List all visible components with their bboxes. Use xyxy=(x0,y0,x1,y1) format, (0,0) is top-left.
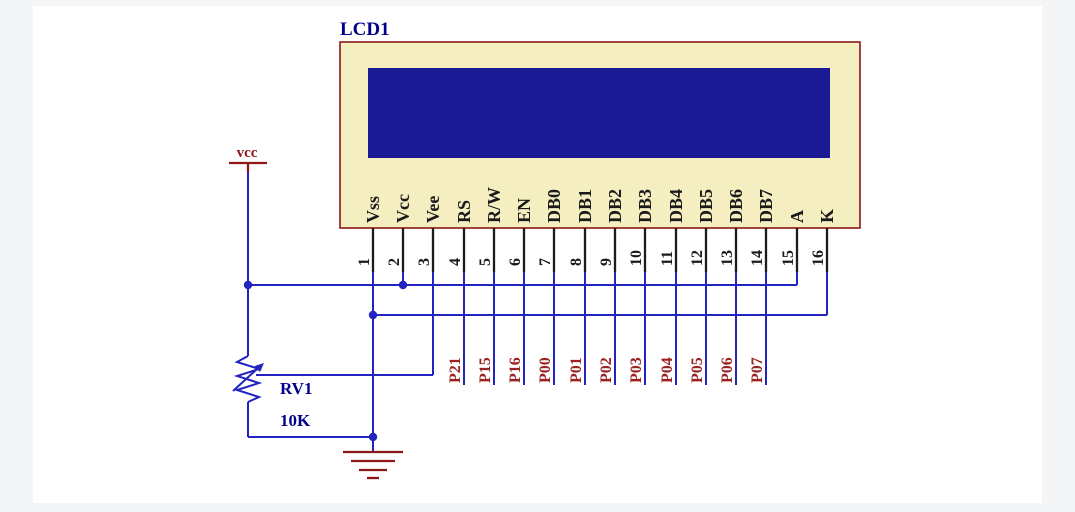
potentiometer-body xyxy=(233,355,263,403)
pin-name: A xyxy=(787,210,807,223)
net-label: P07 xyxy=(749,357,766,383)
junction-dot xyxy=(398,280,408,290)
pin-name: DB2 xyxy=(605,189,625,223)
pin-name: DB4 xyxy=(666,189,686,223)
pin-number: 7 xyxy=(537,258,554,266)
net-label: P03 xyxy=(628,357,645,383)
pin-number: 2 xyxy=(386,258,403,266)
pin-number: 6 xyxy=(507,258,524,266)
junction-dot xyxy=(368,432,378,442)
pin-number: 15 xyxy=(780,250,797,266)
pin-name: DB0 xyxy=(544,189,564,223)
pin-number: 11 xyxy=(659,251,676,266)
junction-dots xyxy=(243,280,408,442)
pin-name: R/W xyxy=(484,187,504,223)
net-label: P02 xyxy=(598,357,615,383)
net-label: P01 xyxy=(568,357,585,383)
pin-name: DB5 xyxy=(696,189,716,223)
net-label: P21 xyxy=(447,357,464,383)
lcd-screen xyxy=(368,68,830,158)
pin-name: Vss xyxy=(363,196,383,223)
net-label: P05 xyxy=(689,357,706,383)
pin-number: 1 xyxy=(356,258,373,266)
pot-value-label: 10K xyxy=(280,411,311,430)
ground-symbol xyxy=(343,450,403,480)
pot-reference-label: RV1 xyxy=(280,379,312,398)
net-label: P16 xyxy=(507,357,524,383)
lcd-reference-label: LCD1 xyxy=(340,19,390,40)
lcd-pin-names: Vss Vcc Vee RS R/W EN DB0 DB1 DB2 DB3 DB… xyxy=(363,187,837,223)
pin-name: DB7 xyxy=(756,189,776,223)
wires xyxy=(246,163,828,452)
vcc-label: vcc xyxy=(237,145,258,161)
pin-number: 8 xyxy=(568,258,585,266)
pin-number: 12 xyxy=(689,250,706,266)
junction-dot xyxy=(368,310,378,320)
junction-dot xyxy=(243,280,253,290)
net-label: P00 xyxy=(537,357,554,383)
pin-name: Vcc xyxy=(393,194,413,223)
net-label: P15 xyxy=(477,357,494,383)
pin-name: DB3 xyxy=(635,189,655,223)
lcd-pin-numbers: 1 2 3 4 5 6 7 8 9 10 11 12 13 14 15 16 xyxy=(356,250,827,266)
pin-name: DB1 xyxy=(575,189,595,223)
pin-number: 16 xyxy=(810,250,827,266)
pin-name: EN xyxy=(514,198,534,223)
lcd-component: LCD1 xyxy=(339,19,861,229)
vcc-terminal: vcc xyxy=(229,145,267,165)
pin-number: 3 xyxy=(416,258,433,266)
net-label: P06 xyxy=(719,357,736,383)
pin-name: RS xyxy=(454,200,474,223)
pin-name: DB6 xyxy=(726,189,746,223)
potentiometer-wiper xyxy=(232,368,258,392)
lcd-pin-stubs xyxy=(371,228,829,272)
net-labels: P21 P15 P16 P00 P01 P02 P03 P04 P05 P06 … xyxy=(447,357,766,383)
pin-number: 13 xyxy=(719,250,736,266)
pin-number: 10 xyxy=(628,250,645,266)
pin-number: 4 xyxy=(447,258,464,266)
potentiometer-wiper-arrow xyxy=(254,363,264,372)
pin-number: 9 xyxy=(598,258,615,266)
pin-number: 14 xyxy=(749,250,766,266)
net-label: P04 xyxy=(659,357,676,383)
potentiometer: RV1 10K xyxy=(232,355,312,430)
pin-number: 5 xyxy=(477,258,494,266)
pin-name: Vee xyxy=(423,196,443,223)
pin-name: K xyxy=(817,209,837,223)
